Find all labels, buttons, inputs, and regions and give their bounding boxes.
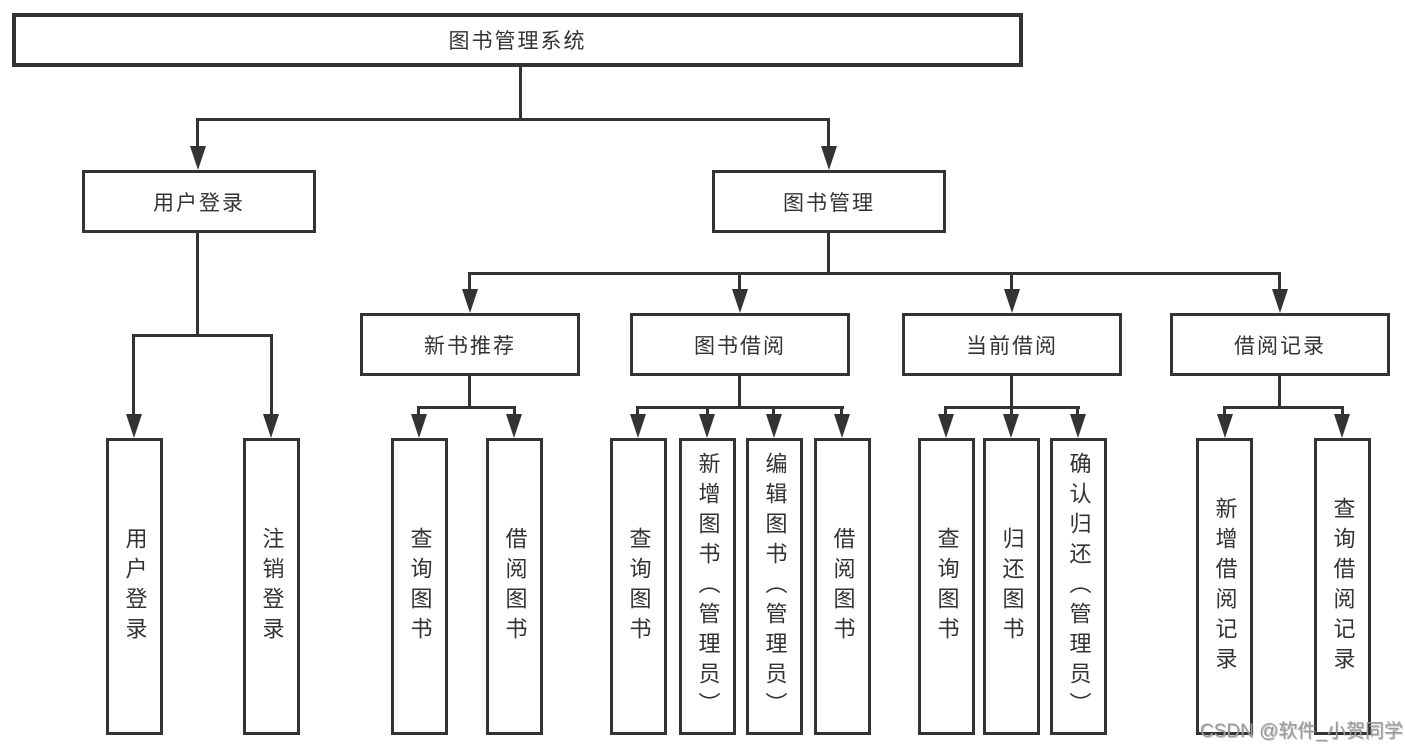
arrow-current-borrow (1004, 289, 1020, 313)
arrow-book-management (821, 146, 837, 170)
connector-root-bar (196, 118, 830, 121)
connector-recommend-trunk (468, 374, 471, 409)
arrow-borrow-record (1272, 289, 1288, 313)
arrow-br-query (1334, 414, 1350, 438)
node-borrow-record: 借阅记录 (1170, 313, 1390, 376)
connector-stem-bb-borrow (840, 406, 843, 418)
leaf-borrow-book: 借阅图书 (814, 438, 871, 735)
arrow-bb-edit (766, 414, 782, 438)
leaf-logout-label: 注销登录 (259, 526, 285, 647)
leaf-recommend-borrow-book: 借阅图书 (486, 438, 543, 735)
node-root: 图书管理系统 (12, 13, 1023, 67)
connector-stem-bb-query (636, 406, 639, 418)
connector-stem-leaf-logout (270, 334, 273, 418)
connector-stem-br-add (1223, 406, 1226, 418)
node-borrow-record-label: 借阅记录 (1234, 334, 1326, 358)
leaf-query-borrow-record-label: 查询借阅记录 (1330, 496, 1356, 677)
arrow-bb-query (630, 414, 646, 438)
node-current-borrow-label: 当前借阅 (966, 334, 1058, 358)
node-root-label: 图书管理系统 (448, 30, 587, 53)
leaf-confirm-return-admin-label: 确认归还（管理员） (1066, 451, 1092, 722)
connector-stem-recommend-borrow (513, 406, 516, 418)
connector-stem-cb-query (944, 406, 947, 418)
leaf-return-book-label: 归还图书 (999, 526, 1025, 647)
arrow-leaf-logout (263, 414, 279, 438)
arrow-new-book-recommend (462, 289, 478, 313)
leaf-borrow-book-label: 借阅图书 (830, 526, 856, 647)
arrow-cb-return (1003, 414, 1019, 438)
leaf-edit-book-admin: 编辑图书（管理员） (746, 438, 803, 735)
connector-stem-br-query (1341, 406, 1344, 418)
connector-stem-user-login (196, 118, 199, 150)
leaf-recommend-borrow-book-label: 借阅图书 (502, 526, 528, 647)
connector-stem-leaf-user-login (132, 334, 135, 418)
leaf-current-query-book: 查询图书 (918, 438, 975, 735)
connector-book-borrow-trunk (738, 374, 741, 409)
leaf-add-borrow-record: 新增借阅记录 (1196, 438, 1253, 735)
connector-recommend-bar (417, 406, 516, 409)
connector-borrow-record-bar (1223, 406, 1344, 409)
node-new-book-recommend-label: 新书推荐 (424, 334, 516, 358)
leaf-return-book: 归还图书 (983, 438, 1040, 735)
leaf-confirm-return-admin: 确认归还（管理员） (1050, 438, 1107, 735)
arrow-leaf-user-login (126, 414, 142, 438)
connector-book-borrow-bar (636, 406, 844, 409)
arrow-bb-add (699, 414, 715, 438)
arrow-recommend-query (411, 414, 427, 438)
connector-stem-book-management (827, 118, 830, 150)
leaf-borrow-query-book-label: 查询图书 (626, 526, 652, 647)
node-book-management-label: 图书管理 (783, 191, 875, 215)
leaf-logout: 注销登录 (243, 438, 300, 735)
connector-root-trunk (519, 65, 522, 121)
leaf-recommend-query-book-label: 查询图书 (407, 526, 433, 647)
leaf-add-borrow-record-label: 新增借阅记录 (1212, 496, 1238, 677)
connector-stem-cb-confirm (1076, 406, 1079, 418)
connector-borrow-record-trunk (1278, 374, 1281, 409)
leaf-add-book-admin: 新增图书（管理员） (679, 438, 736, 735)
connector-stem-bb-add (706, 406, 709, 418)
node-current-borrow: 当前借阅 (902, 313, 1122, 376)
arrow-cb-confirm (1070, 414, 1086, 438)
leaf-edit-book-admin-label: 编辑图书（管理员） (762, 451, 788, 722)
connector-stem-new-book-recommend (468, 272, 471, 294)
connector-stem-cb-return (1010, 406, 1013, 418)
arrow-recommend-borrow (506, 414, 522, 438)
arrow-cb-query (938, 414, 954, 438)
connector-user-login-trunk (196, 231, 199, 336)
node-book-borrow: 图书借阅 (630, 313, 850, 376)
connector-user-login-bar (132, 334, 273, 337)
leaf-add-book-admin-label: 新增图书（管理员） (695, 451, 721, 722)
arrow-user-login (190, 146, 206, 170)
arrow-book-borrow (732, 289, 748, 313)
leaf-user-login: 用户登录 (106, 438, 163, 735)
connector-stem-recommend-query (417, 406, 420, 418)
connector-level3-bar (468, 272, 1281, 275)
arrow-br-add (1217, 414, 1233, 438)
leaf-recommend-query-book: 查询图书 (391, 438, 448, 735)
arrow-bb-borrow (834, 414, 850, 438)
connector-stem-current-borrow (1010, 272, 1013, 294)
node-new-book-recommend: 新书推荐 (360, 313, 580, 376)
leaf-user-login-label: 用户登录 (122, 526, 148, 647)
leaf-current-query-book-label: 查询图书 (934, 526, 960, 647)
connector-current-borrow-trunk (1010, 374, 1013, 409)
leaf-borrow-query-book: 查询图书 (610, 438, 667, 735)
connector-book-management-trunk (827, 231, 830, 275)
leaf-query-borrow-record: 查询借阅记录 (1314, 438, 1371, 735)
node-book-management: 图书管理 (712, 170, 946, 233)
node-user-login-label: 用户登录 (153, 191, 245, 215)
connector-stem-bb-edit (772, 406, 775, 418)
connector-stem-borrow-record (1278, 272, 1281, 294)
csdn-watermark: CSDN @软件_小贺同学 (1200, 721, 1403, 742)
connector-stem-book-borrow (738, 272, 741, 294)
node-user-login: 用户登录 (82, 170, 316, 233)
node-book-borrow-label: 图书借阅 (694, 334, 786, 358)
